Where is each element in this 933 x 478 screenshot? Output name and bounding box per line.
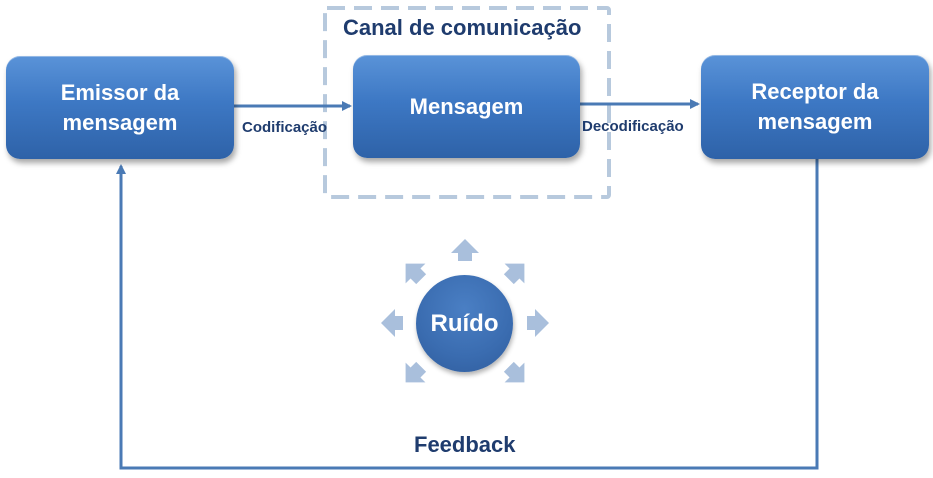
communication-channel-boundary xyxy=(323,6,611,199)
sender-node-label: Emissor da mensagem xyxy=(60,79,180,135)
noise-arrow-left xyxy=(381,309,403,337)
noise-arrows xyxy=(381,239,549,383)
noise-arrow-up xyxy=(451,239,479,261)
receiver-node: Receptor da mensagem xyxy=(701,55,929,159)
decoding-label: Decodificação xyxy=(582,118,684,135)
encoding-label: Codificação xyxy=(242,119,328,136)
feedback-loop-line xyxy=(116,159,819,470)
message-node: Mensagem xyxy=(353,55,580,158)
sender-node: Emissor da mensagem xyxy=(6,56,234,159)
noise-arrow-up-right xyxy=(503,263,525,285)
noise-node-label: Ruído xyxy=(430,309,499,337)
message-node-label: Mensagem xyxy=(409,93,524,119)
feedback-label: Feedback xyxy=(414,432,516,457)
receiver-node-label: Receptor da mensagem xyxy=(751,79,879,134)
noise-arrow-up-left xyxy=(405,263,427,285)
channel-label: Canal de comunicação xyxy=(343,15,582,40)
noise-arrow-right xyxy=(527,309,549,337)
noise-arrow-down-right xyxy=(503,361,525,383)
noise-arrow-down-left xyxy=(405,361,427,383)
noise-node: Ruído xyxy=(416,275,513,372)
